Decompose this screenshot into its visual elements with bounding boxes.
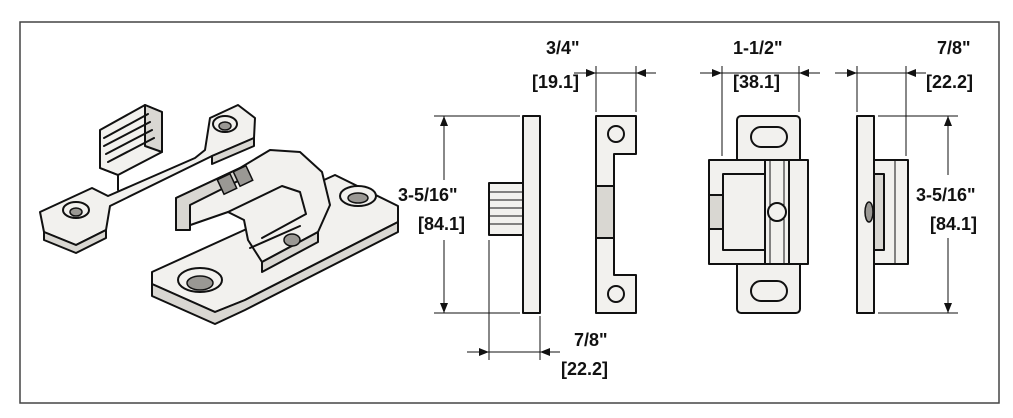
dim-bottom-depth-imperial: 7/8" xyxy=(574,330,608,350)
strike-profile-view xyxy=(574,66,656,314)
dim-right-height-metric: [84.1] xyxy=(930,214,977,234)
dim-front-width-imperial: 1-1/2" xyxy=(733,38,783,58)
catch-body-iso xyxy=(151,149,399,325)
dim-bottom-depth-metric: [22.2] xyxy=(561,359,608,379)
dim-side-depth-metric: [19.1] xyxy=(532,72,579,92)
dim-left-height-metric: [84.1] xyxy=(418,214,465,234)
dim-right-height-imperial: 3-5/16" xyxy=(916,185,976,205)
front-view xyxy=(700,66,820,314)
dim-left-height-imperial: 3-5/16" xyxy=(398,185,458,205)
drawing-border xyxy=(19,21,1000,404)
isometric-view xyxy=(39,104,399,325)
strike-plate-iso xyxy=(39,104,256,254)
side-view-right xyxy=(835,66,958,314)
dim-right-depth-metric: [22.2] xyxy=(926,72,973,92)
dim-front-width-metric: [38.1] xyxy=(733,72,780,92)
side-view-left xyxy=(434,115,560,360)
dim-right-depth-imperial: 7/8" xyxy=(937,38,971,58)
dim-side-depth-imperial: 3/4" xyxy=(546,38,580,58)
